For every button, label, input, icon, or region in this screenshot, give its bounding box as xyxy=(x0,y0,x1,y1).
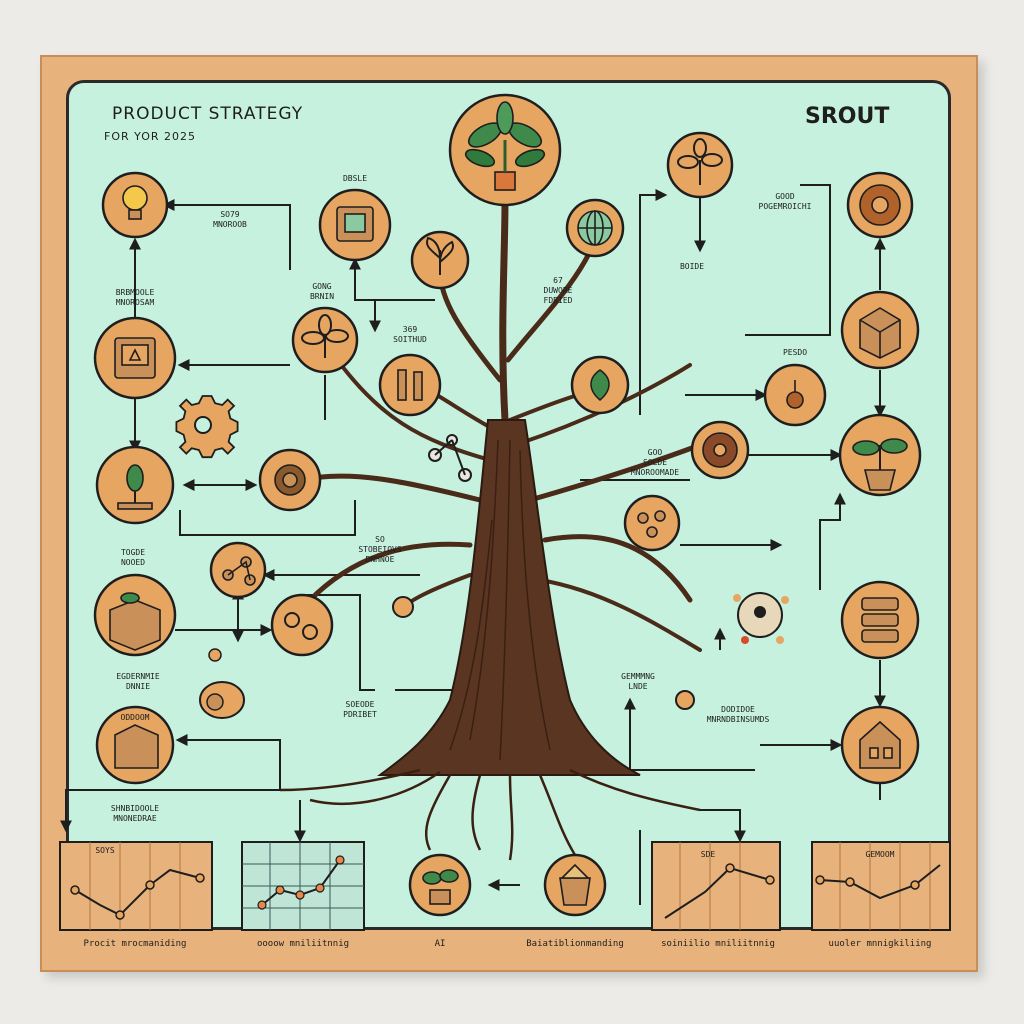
connector xyxy=(819,492,846,590)
footer-caption: Baiatiblionmanding xyxy=(526,939,624,949)
connector xyxy=(305,594,375,691)
leaf-icon xyxy=(301,314,349,358)
node-label: DBSLE xyxy=(342,174,368,183)
connector xyxy=(162,199,291,270)
plant-icon xyxy=(677,138,723,185)
tree-roots xyxy=(279,768,701,861)
chart-caption: GEMOOM xyxy=(865,850,895,859)
chart-panel-1 xyxy=(59,841,213,931)
page-subtitle: FOR YOR 2025 xyxy=(104,130,197,143)
connector xyxy=(745,184,831,336)
connector xyxy=(179,500,356,536)
connectors xyxy=(60,184,886,905)
seedling-icon xyxy=(117,464,153,510)
node-icons xyxy=(109,101,908,906)
node-label: PESDO xyxy=(782,348,808,357)
chart-panel-4 xyxy=(811,841,951,931)
connector xyxy=(349,257,435,301)
connector xyxy=(639,189,668,415)
tablet-icon xyxy=(114,337,156,379)
page-title: PRODUCT STRATEGY xyxy=(112,104,304,124)
chart-panel-2-grid xyxy=(242,842,364,930)
trunk-texture xyxy=(449,439,551,761)
mechanism-icon xyxy=(733,592,789,644)
small-ornaments xyxy=(175,395,789,719)
brand-logo-text: SROUT xyxy=(805,104,890,129)
pendant-icon xyxy=(786,380,804,409)
chart-line-1 xyxy=(74,868,201,917)
nut-icon xyxy=(274,464,306,496)
network-icon xyxy=(222,556,256,586)
link-icon xyxy=(428,434,472,482)
chart-line-4 xyxy=(819,864,941,900)
chart-panel-3 xyxy=(651,841,781,931)
footer-caption: soiniilio mniliitnnig xyxy=(661,939,775,949)
pouch-icon xyxy=(559,863,591,906)
tree-trunk xyxy=(376,419,641,776)
chart-caption: SOYS xyxy=(95,846,115,855)
tree-branches xyxy=(297,196,703,652)
lightbulb-icon xyxy=(122,185,148,220)
chain-node xyxy=(270,593,334,657)
plant-pot-icon xyxy=(852,438,908,491)
box-icon xyxy=(109,592,161,651)
crate-icon xyxy=(114,724,159,769)
node-label: BOIDE xyxy=(679,262,705,271)
tools-icon xyxy=(397,369,423,401)
footer-caption: Procit mrocmaniding xyxy=(83,939,187,949)
footer-caption: oooow mniliitnnig xyxy=(256,939,350,949)
pot-node-bottom xyxy=(408,853,472,917)
pouch-icon xyxy=(199,681,245,719)
chart-panel-1-grid xyxy=(89,842,181,930)
chart-caption: SDE xyxy=(700,850,716,859)
drops-node xyxy=(623,494,681,552)
footer-panels xyxy=(59,841,951,931)
leaf-icon xyxy=(590,369,610,401)
house-icon xyxy=(859,720,901,769)
globe-icon xyxy=(577,210,613,246)
node-label: ODDOOM xyxy=(120,713,150,722)
sprout-icon xyxy=(425,236,455,275)
network-node xyxy=(209,541,267,599)
gear-node-icon xyxy=(859,184,901,226)
plant-pot-icon xyxy=(422,869,459,905)
chart-line-3 xyxy=(664,866,771,919)
stack-icon xyxy=(861,597,899,643)
tools-node xyxy=(378,353,442,417)
drops-icon xyxy=(637,510,666,538)
footer-caption: AI xyxy=(434,939,446,949)
book-icon xyxy=(336,206,374,242)
footer-caption: uuoler mnnigkiliing xyxy=(828,939,932,949)
box-icon xyxy=(859,307,901,359)
seed-icon xyxy=(702,432,738,468)
seedling-icon xyxy=(464,101,546,191)
chain-icon xyxy=(284,612,318,640)
connector xyxy=(700,809,746,843)
